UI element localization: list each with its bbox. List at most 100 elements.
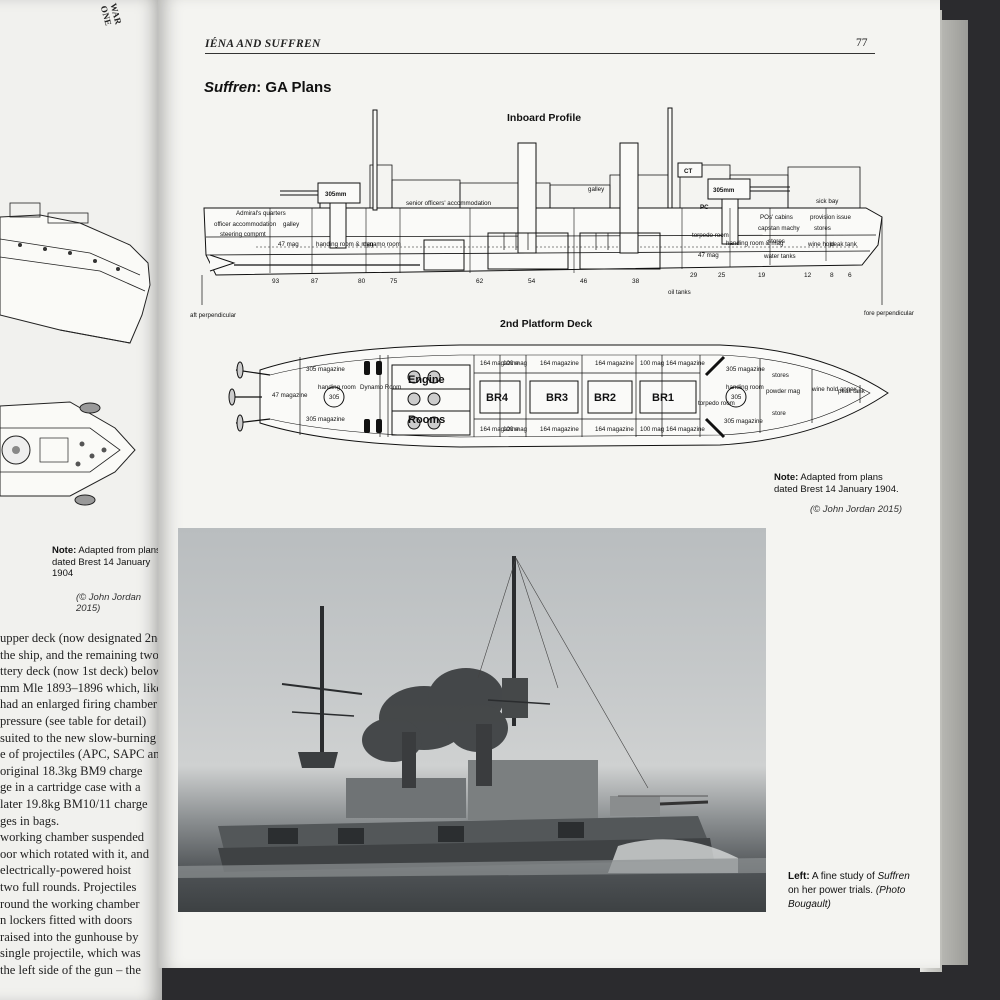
label-water-tanks: water tanks [763,253,796,260]
deck-powder-mag: powder mag [766,388,801,395]
deck-164-mag-6: 164 magazine [540,426,579,433]
frame-number: 38 [632,278,640,285]
frame-number: 25 [718,272,726,279]
right-note-label: Note: [774,472,799,483]
deck-br3: BR3 [546,392,568,404]
left-body-text: upper deck (now designated 2nd the ship, … [0,630,162,978]
deck-47-magazine: 47 magazine [272,392,308,399]
frame-number: 54 [528,278,536,285]
frame-number: 8 [830,272,834,279]
deck-br1: BR1 [652,392,674,404]
frame-number: 6 [848,272,852,279]
left-running-header: WAR ONE [98,2,124,27]
deck-305-mag-aft-bottom: 305 magazine [306,416,345,423]
label-admirals-quarters: Admiral's quarters [236,210,286,217]
label-pc: PC [700,204,709,211]
figure-title-rest: : GA Plans [256,79,332,96]
body-line: the left side of the gun – the [0,962,141,977]
deck-engine: Engine [408,374,445,386]
page-number: 77 [856,37,868,49]
page-edges-back [940,20,968,965]
body-line: two full rounds. Projectiles [0,879,137,894]
deck-wine-hold-annex: wine hold annex [811,386,858,393]
funnel-aft [517,142,537,254]
label-gun-aft: 305mm [325,191,347,198]
label-sick-bay: sick bay [816,198,839,205]
deck-br2: BR2 [594,392,616,404]
deck-164-mag-3: 164 magazine [595,360,634,367]
label-torpedo-room: torpedo room [692,232,729,239]
body-line: ttery deck (now 1st deck) below [0,664,162,679]
body-line: pressure (see table for detail) [0,713,147,728]
label-dynamo-room: dynamo room [363,241,401,248]
label-officer-accommodation: officer accommodation [214,221,277,228]
left-page: WAR ONE Note: Adapted from plans dated B… [0,0,162,1000]
body-line: ges in bags. [0,813,60,828]
caption-credit: (Photo Bougault) [788,885,906,910]
frame-number: 93 [272,278,280,285]
label-oil-tanks: oil tanks [668,289,691,296]
deck-handing-fwd: handing room [726,384,764,391]
left-note-label: Note: [52,545,77,556]
deck-164-mag-2: 164 magazine [540,360,579,367]
label-47-mag-fwd: 47 mag [698,252,719,259]
label-provision-issue: provision issue [810,214,851,221]
photo-caption: Left: A fine study of Suffren on her pow… [788,870,918,912]
deck-164-mag-7: 164 magazine [595,426,634,433]
caption-ship: Suffren [877,871,910,882]
label-stores-2: stores [768,238,785,245]
body-line: e of projectiles (APC, SAPC and [0,747,162,762]
deck-dynamo: Dynamo Room [360,384,401,391]
body-line: the ship, and the remaining two [0,647,159,662]
header-rule [205,53,875,54]
label-stores-1: stores [814,225,831,232]
inboard-profile-title: Inboard Profile [507,112,582,124]
platform-deck-drawing: 305 magazine 47 magazine handing room 30… [228,344,889,448]
right-note-line2: dated Brest 14 January 1904. [774,483,899,495]
deck-peak-tank: peak tank [838,388,866,395]
label-capstan: capstan machy [758,225,801,232]
body-line: later 19.8kg BM10/11 charge [0,796,148,811]
right-credit: (© John Jordan 2015) [810,504,903,515]
left-ship-side-drawing [0,202,151,344]
left-note: Note: Adapted from plans dated Brest 14 … [52,545,162,580]
right-note-line1: Adapted from plans [800,472,883,483]
deck-torpedo-room: torpedo room [698,400,735,407]
deck-305-mag-fwd-bottom: 305 magazine [724,418,763,425]
running-header-text: IÉNA AND SUFFREN [205,38,321,50]
left-note-line1: Adapted from plans [78,545,161,556]
body-line: single projectile, which was [0,946,141,961]
deck-100-mag-2: 100 mag [640,360,665,367]
deck-305-mag-fwd-top: 305 magazine [726,366,765,373]
deck-100-mag-4: 100 mag [640,426,665,433]
label-47-mag-aft: 47 mag [278,241,299,248]
label-handing-fwd: handing room & mag [726,240,784,247]
frame-number: 46 [580,278,588,285]
frame-number: 80 [358,278,366,285]
frame-number: 29 [690,272,698,279]
inboard-profile-drawing: 305mm 305mm Admiral's quarters officer a… [190,107,914,319]
frame-number: 19 [758,272,766,279]
left-credit: (© John Jordan 2015) [76,592,142,614]
deck-turret-aft: 305 [329,394,340,401]
funnel-fwd [619,142,639,254]
figure-title: Suffren: GA Plans [204,79,332,96]
frame-number: 87 [311,278,319,285]
deck-br4: BR4 [486,392,509,404]
deck-100-mag-1: 100 mag [503,360,528,367]
body-line: ge in a cartridge case with a [0,780,141,795]
caption-text-1: A fine study of [811,871,875,882]
label-fore-perpendicular: fore perpendicular [864,310,914,317]
body-line: upper deck (now designated 2nd [0,631,162,645]
deck-turret-fwd: 305 [731,394,742,401]
caption-text-2: on her power trials. [788,885,874,896]
foremast [667,107,673,209]
label-handing-aft: handing room & mag [316,241,374,248]
profile-hull [203,207,883,276]
label-pos-cabins: POs' cabins [760,214,793,221]
deck-164-mag-8: 164 magazine [666,426,705,433]
deck-164-mag-5: 164 magazine [480,426,519,433]
body-line: electrically-powered hoist [0,863,132,878]
label-peak-tank: peak tank [830,241,858,248]
